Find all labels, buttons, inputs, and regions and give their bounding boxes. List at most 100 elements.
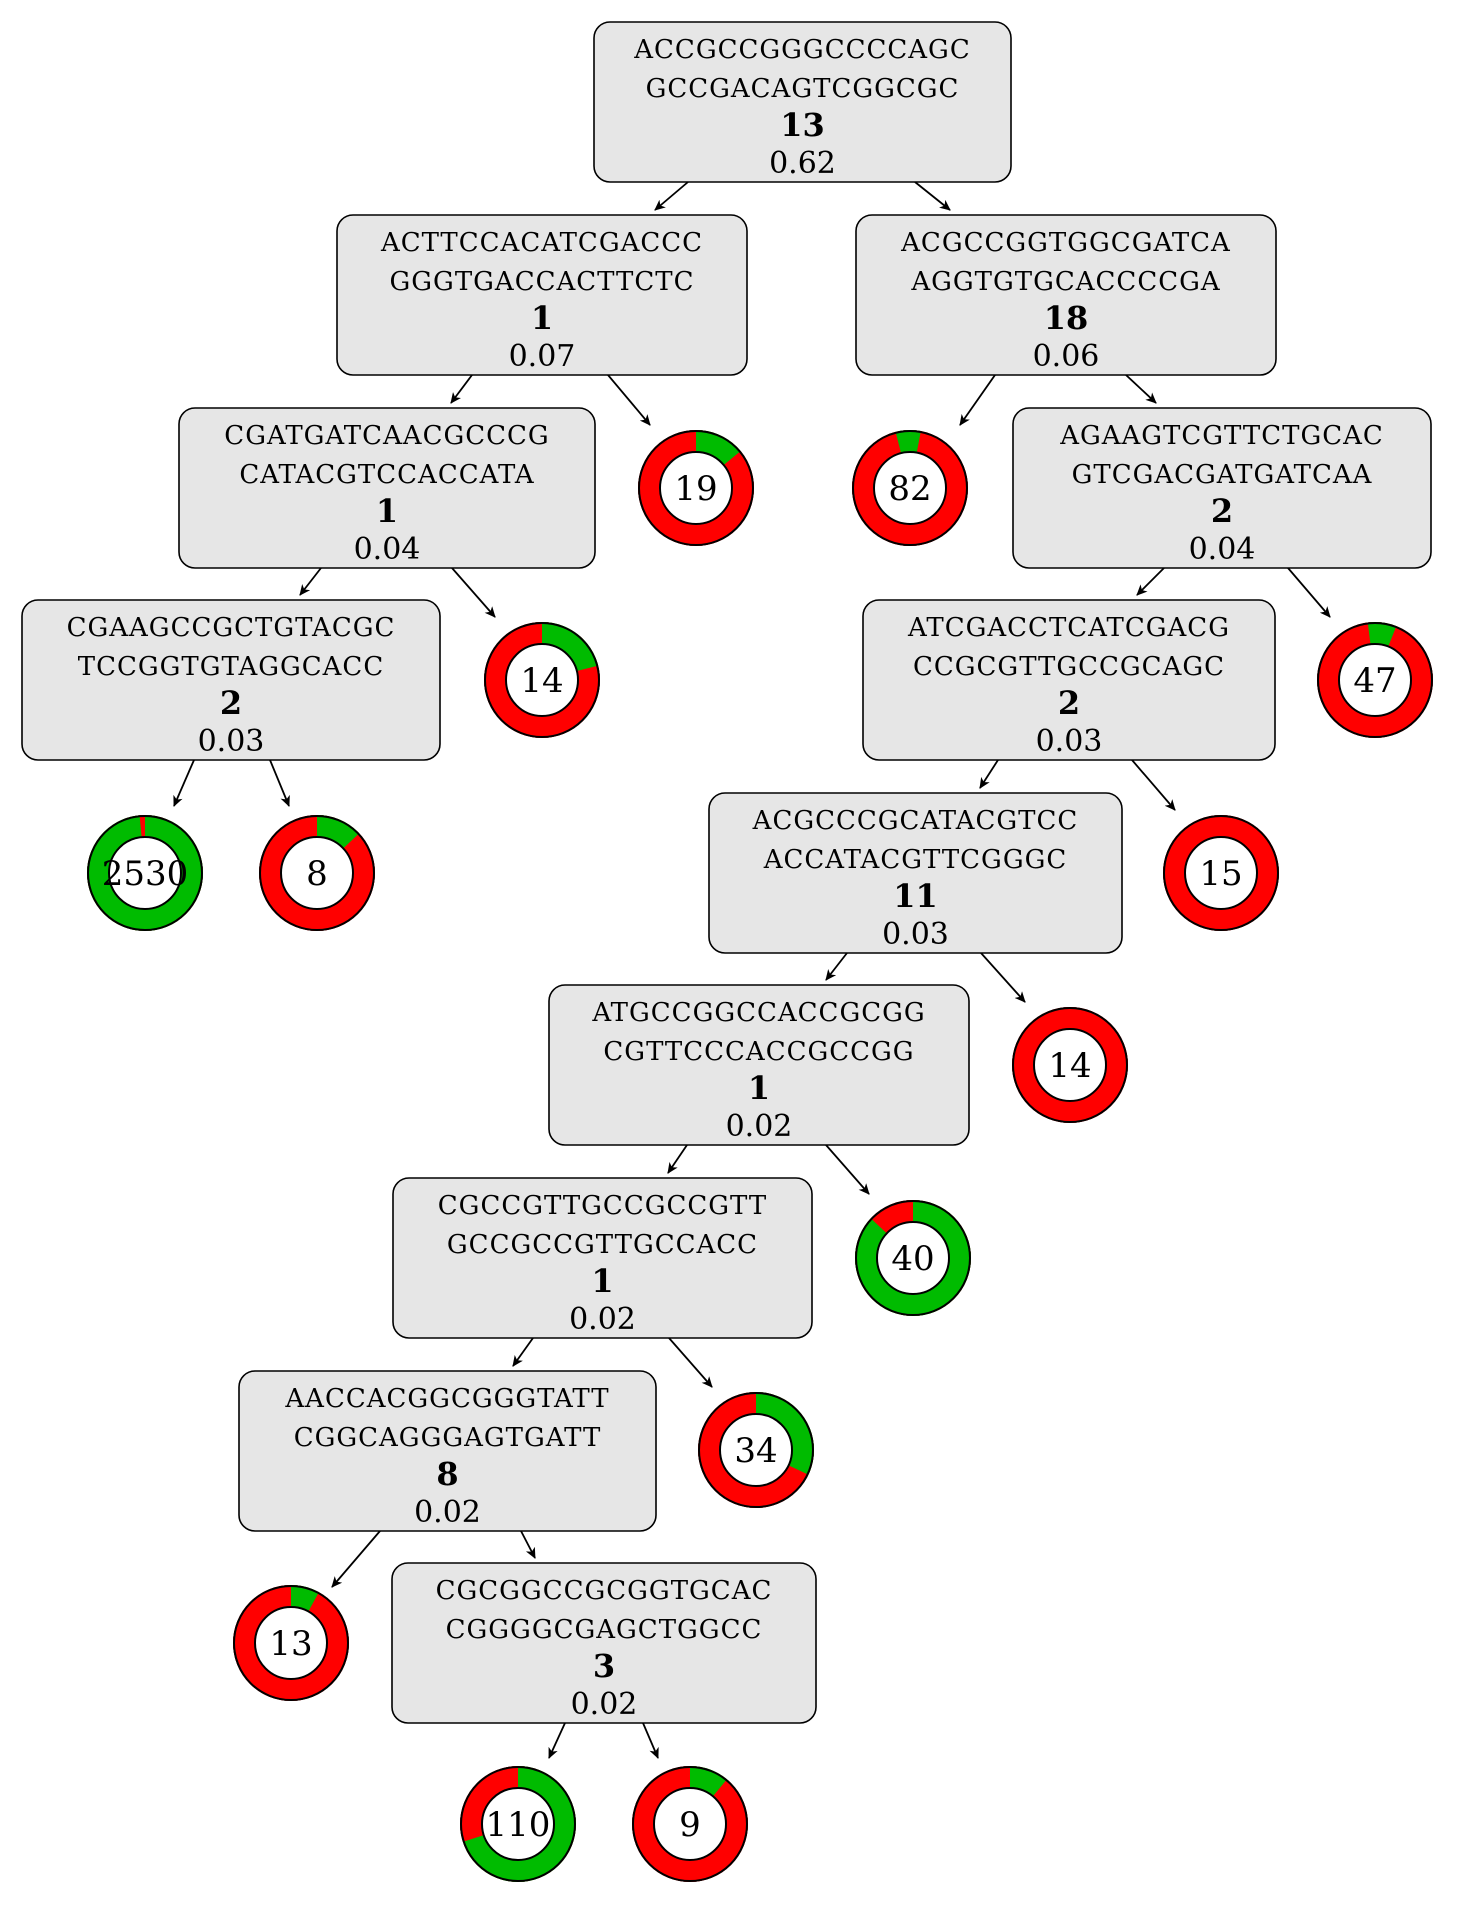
leaf-outer-ring xyxy=(698,1392,814,1508)
leaf-donut-1: 82 xyxy=(852,430,968,546)
leaf-outer-ring xyxy=(852,430,968,546)
edge-arrow-14 xyxy=(825,952,848,981)
node-box xyxy=(862,599,1276,761)
node-split-value: 11 xyxy=(893,877,938,915)
leaf-green-arc xyxy=(755,1392,814,1475)
leaf-count: 82 xyxy=(888,469,931,509)
node-box xyxy=(593,21,1012,183)
edge-arrow-23 xyxy=(642,1722,659,1759)
edge-arrow-19 xyxy=(668,1337,713,1388)
leaf-green-arc xyxy=(316,815,360,849)
leaf-inner-disc xyxy=(280,836,354,910)
node-box xyxy=(238,1370,657,1532)
edge-arrow-5 xyxy=(1125,374,1157,404)
node-score: 0.02 xyxy=(414,1495,481,1530)
node-score: 0.62 xyxy=(769,146,836,181)
node-sequence-line-1: AGAAGTCGTTCTGCAC xyxy=(1059,421,1384,451)
leaf-inner-disc xyxy=(108,836,182,910)
node-sequence-line-1: ATGCCGGCCACCGCGG xyxy=(591,998,925,1028)
leaf-green-arc xyxy=(87,815,203,931)
node-sequence-line-2: AGGTGTGCACCCCGA xyxy=(910,267,1221,297)
node-sequence-line-2: TCCGGTGTAGGCACC xyxy=(78,652,384,682)
edge-arrow-17 xyxy=(825,1144,870,1195)
leaf-green-arc xyxy=(1367,622,1397,647)
node-box xyxy=(391,1562,817,1724)
leaf-count: 19 xyxy=(674,469,717,509)
node-score: 0.02 xyxy=(569,1302,636,1337)
node-split-value: 1 xyxy=(591,1262,613,1300)
node-score: 0.07 xyxy=(509,339,576,374)
node-split-value: 1 xyxy=(376,492,398,530)
leaf-outer-ring xyxy=(1317,622,1433,738)
leaf-red-ring xyxy=(1012,1007,1128,1123)
leaf-outer-ring xyxy=(638,430,754,546)
node-sequence-line-1: CGCCGTTGCCGCCGTT xyxy=(438,1191,767,1221)
edge-arrow-2 xyxy=(450,374,473,404)
leaf-count: 13 xyxy=(269,1624,312,1664)
node-split-value: 8 xyxy=(436,1455,458,1493)
leaf-count: 14 xyxy=(520,661,563,701)
node-score: 0.06 xyxy=(1033,339,1100,374)
node-sequence-line-2: GCCGACAGTCGGCGC xyxy=(646,74,960,104)
node-sequence-line-1: CGAAGCCGCTGTACGC xyxy=(67,613,396,643)
edge-arrow-12 xyxy=(979,759,999,789)
node-split-value: 2 xyxy=(1058,684,1080,722)
leaf-donut-4: 2530 xyxy=(87,815,203,931)
leaf-outer-ring xyxy=(484,622,600,738)
node-split-value: 1 xyxy=(748,1069,770,1107)
leaf-inner-disc xyxy=(1338,643,1412,717)
edge-arrow-15 xyxy=(980,952,1026,1003)
leaf-donut-2: 14 xyxy=(484,622,600,738)
leaf-inner-disc xyxy=(873,451,947,525)
leaf-outer-ring xyxy=(87,815,203,931)
node-sequence-line-2: CCGCGTTGCCGCAGC xyxy=(913,652,1225,682)
leaf-outer-ring xyxy=(259,815,375,931)
node-sequence-line-1: CGCGGCCGCGGTGCAC xyxy=(436,1576,773,1606)
node-sequence-line-1: AACCACGGCGGGTATT xyxy=(284,1384,609,1414)
edge-arrow-21 xyxy=(520,1530,536,1559)
node-score: 0.04 xyxy=(354,532,421,567)
edge-arrow-6 xyxy=(299,567,322,596)
leaf-green-arc xyxy=(462,1766,576,1882)
leaf-count: 40 xyxy=(891,1239,934,1279)
edge-arrow-3 xyxy=(607,374,651,426)
leaf-green-arc xyxy=(290,1585,319,1612)
node-sequence-line-2: CATACGTCCACCATA xyxy=(239,460,535,490)
edge-arrow-1 xyxy=(914,181,951,211)
node-sequence-line-2: CGTTCCCACCGCCGG xyxy=(603,1037,914,1067)
node-box xyxy=(708,792,1123,954)
tree-edges xyxy=(173,181,1331,1759)
leaf-inner-disc xyxy=(1184,836,1258,910)
node-sequence-line-1: ACTTCCACATCGACCC xyxy=(380,228,703,258)
node-score: 0.03 xyxy=(1036,724,1103,759)
node-sequence-line-2: ACCATACGTTCGGGC xyxy=(763,845,1068,875)
node-score: 0.03 xyxy=(198,724,265,759)
node-score: 0.03 xyxy=(882,917,949,952)
node-score: 0.02 xyxy=(571,1687,638,1722)
node-sequence-line-1: ACGCCCGCATACGTCC xyxy=(752,806,1079,836)
edge-arrow-22 xyxy=(548,1722,566,1759)
node-sequence-line-1: ATCGACCTCATCGACG xyxy=(907,613,1230,643)
node-box xyxy=(855,214,1277,376)
node-box xyxy=(336,214,748,376)
leaf-green-arc xyxy=(855,1200,971,1316)
node-score: 0.04 xyxy=(1189,532,1256,567)
node-box xyxy=(548,984,970,1146)
edge-arrow-0 xyxy=(654,181,689,211)
edge-arrow-7 xyxy=(451,567,496,618)
edge-arrow-16 xyxy=(667,1144,688,1174)
edge-arrow-18 xyxy=(512,1337,534,1367)
leaf-inner-disc xyxy=(653,1787,727,1861)
edge-arrow-13 xyxy=(1131,759,1176,811)
edge-arrow-11 xyxy=(269,759,290,807)
